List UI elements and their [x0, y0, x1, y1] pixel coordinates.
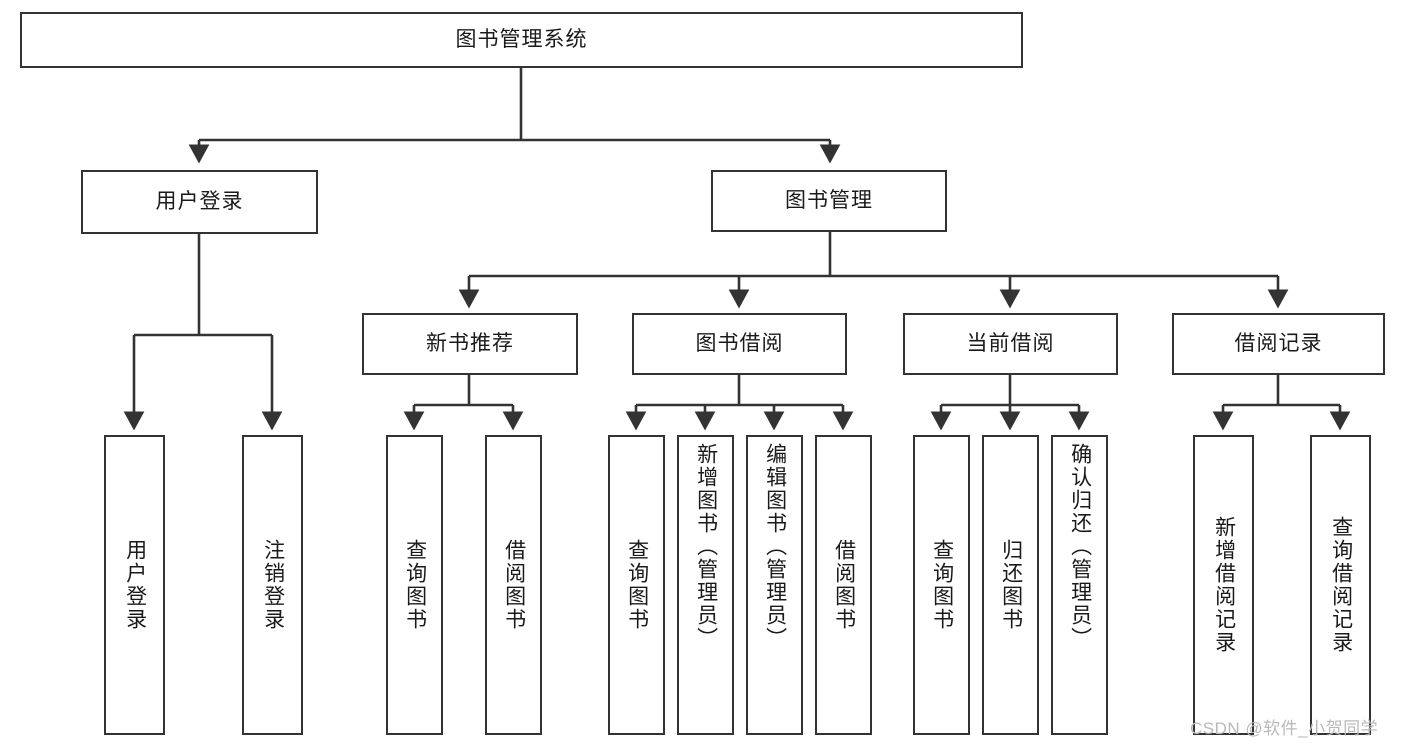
node-label: 图书借阅 — [695, 332, 784, 356]
node-label: 归还图书 — [999, 539, 1023, 631]
node-root-system[interactable]: 图书管理系统 — [20, 12, 1023, 68]
node-book-management[interactable]: 图书管理 — [711, 170, 947, 232]
node-label: 新增借阅记录 — [1212, 516, 1236, 654]
leaf-current-confirm-return-admin[interactable]: 确认归还（管理员） — [1051, 435, 1108, 735]
node-label: 注销登录 — [261, 539, 285, 631]
leaf-borrow-borrow-book[interactable]: 借阅图书 — [815, 435, 872, 735]
leaf-record-query-record[interactable]: 查询借阅记录 — [1310, 435, 1371, 735]
node-borrow-record[interactable]: 借阅记录 — [1172, 313, 1385, 375]
node-label: 用户登录 — [155, 190, 244, 214]
node-label: 借阅记录 — [1234, 332, 1323, 356]
node-label: 确认归还（管理员） — [1068, 443, 1092, 650]
node-label: 用户登录 — [123, 539, 147, 631]
leaf-recommend-borrow-book[interactable]: 借阅图书 — [485, 435, 542, 735]
leaf-recommend-query-book[interactable]: 查询图书 — [386, 435, 443, 735]
leaf-user-login-logout[interactable]: 注销登录 — [242, 435, 303, 735]
node-user-login[interactable]: 用户登录 — [81, 170, 318, 234]
node-label: 查询图书 — [625, 539, 649, 631]
node-label: 新增图书（管理员） — [694, 443, 718, 650]
node-label: 查询借阅记录 — [1329, 516, 1353, 654]
node-label: 借阅图书 — [832, 539, 856, 631]
node-new-book-recommend[interactable]: 新书推荐 — [362, 313, 578, 375]
leaf-record-add-record[interactable]: 新增借阅记录 — [1193, 435, 1254, 735]
leaf-borrow-query-book[interactable]: 查询图书 — [608, 435, 665, 735]
leaf-current-return-book[interactable]: 归还图书 — [982, 435, 1039, 735]
node-label: 当前借阅 — [966, 332, 1055, 356]
node-label: 编辑图书（管理员） — [763, 443, 787, 650]
leaf-borrow-add-book-admin[interactable]: 新增图书（管理员） — [677, 435, 734, 735]
node-label: 图书管理 — [785, 189, 873, 213]
leaf-user-login-login[interactable]: 用户登录 — [104, 435, 165, 735]
node-label: 图书管理系统 — [455, 28, 588, 52]
node-label: 新书推荐 — [426, 332, 514, 356]
node-current-borrow[interactable]: 当前借阅 — [903, 313, 1118, 375]
leaf-current-query-book[interactable]: 查询图书 — [913, 435, 970, 735]
node-label: 查询图书 — [930, 539, 954, 631]
csdn-watermark: CSDN @软件_小贺同学 — [1190, 719, 1379, 738]
leaf-borrow-edit-book-admin[interactable]: 编辑图书（管理员） — [746, 435, 803, 735]
node-label: 查询图书 — [403, 539, 427, 631]
node-book-borrow[interactable]: 图书借阅 — [632, 313, 847, 375]
node-label: 借阅图书 — [502, 539, 526, 631]
